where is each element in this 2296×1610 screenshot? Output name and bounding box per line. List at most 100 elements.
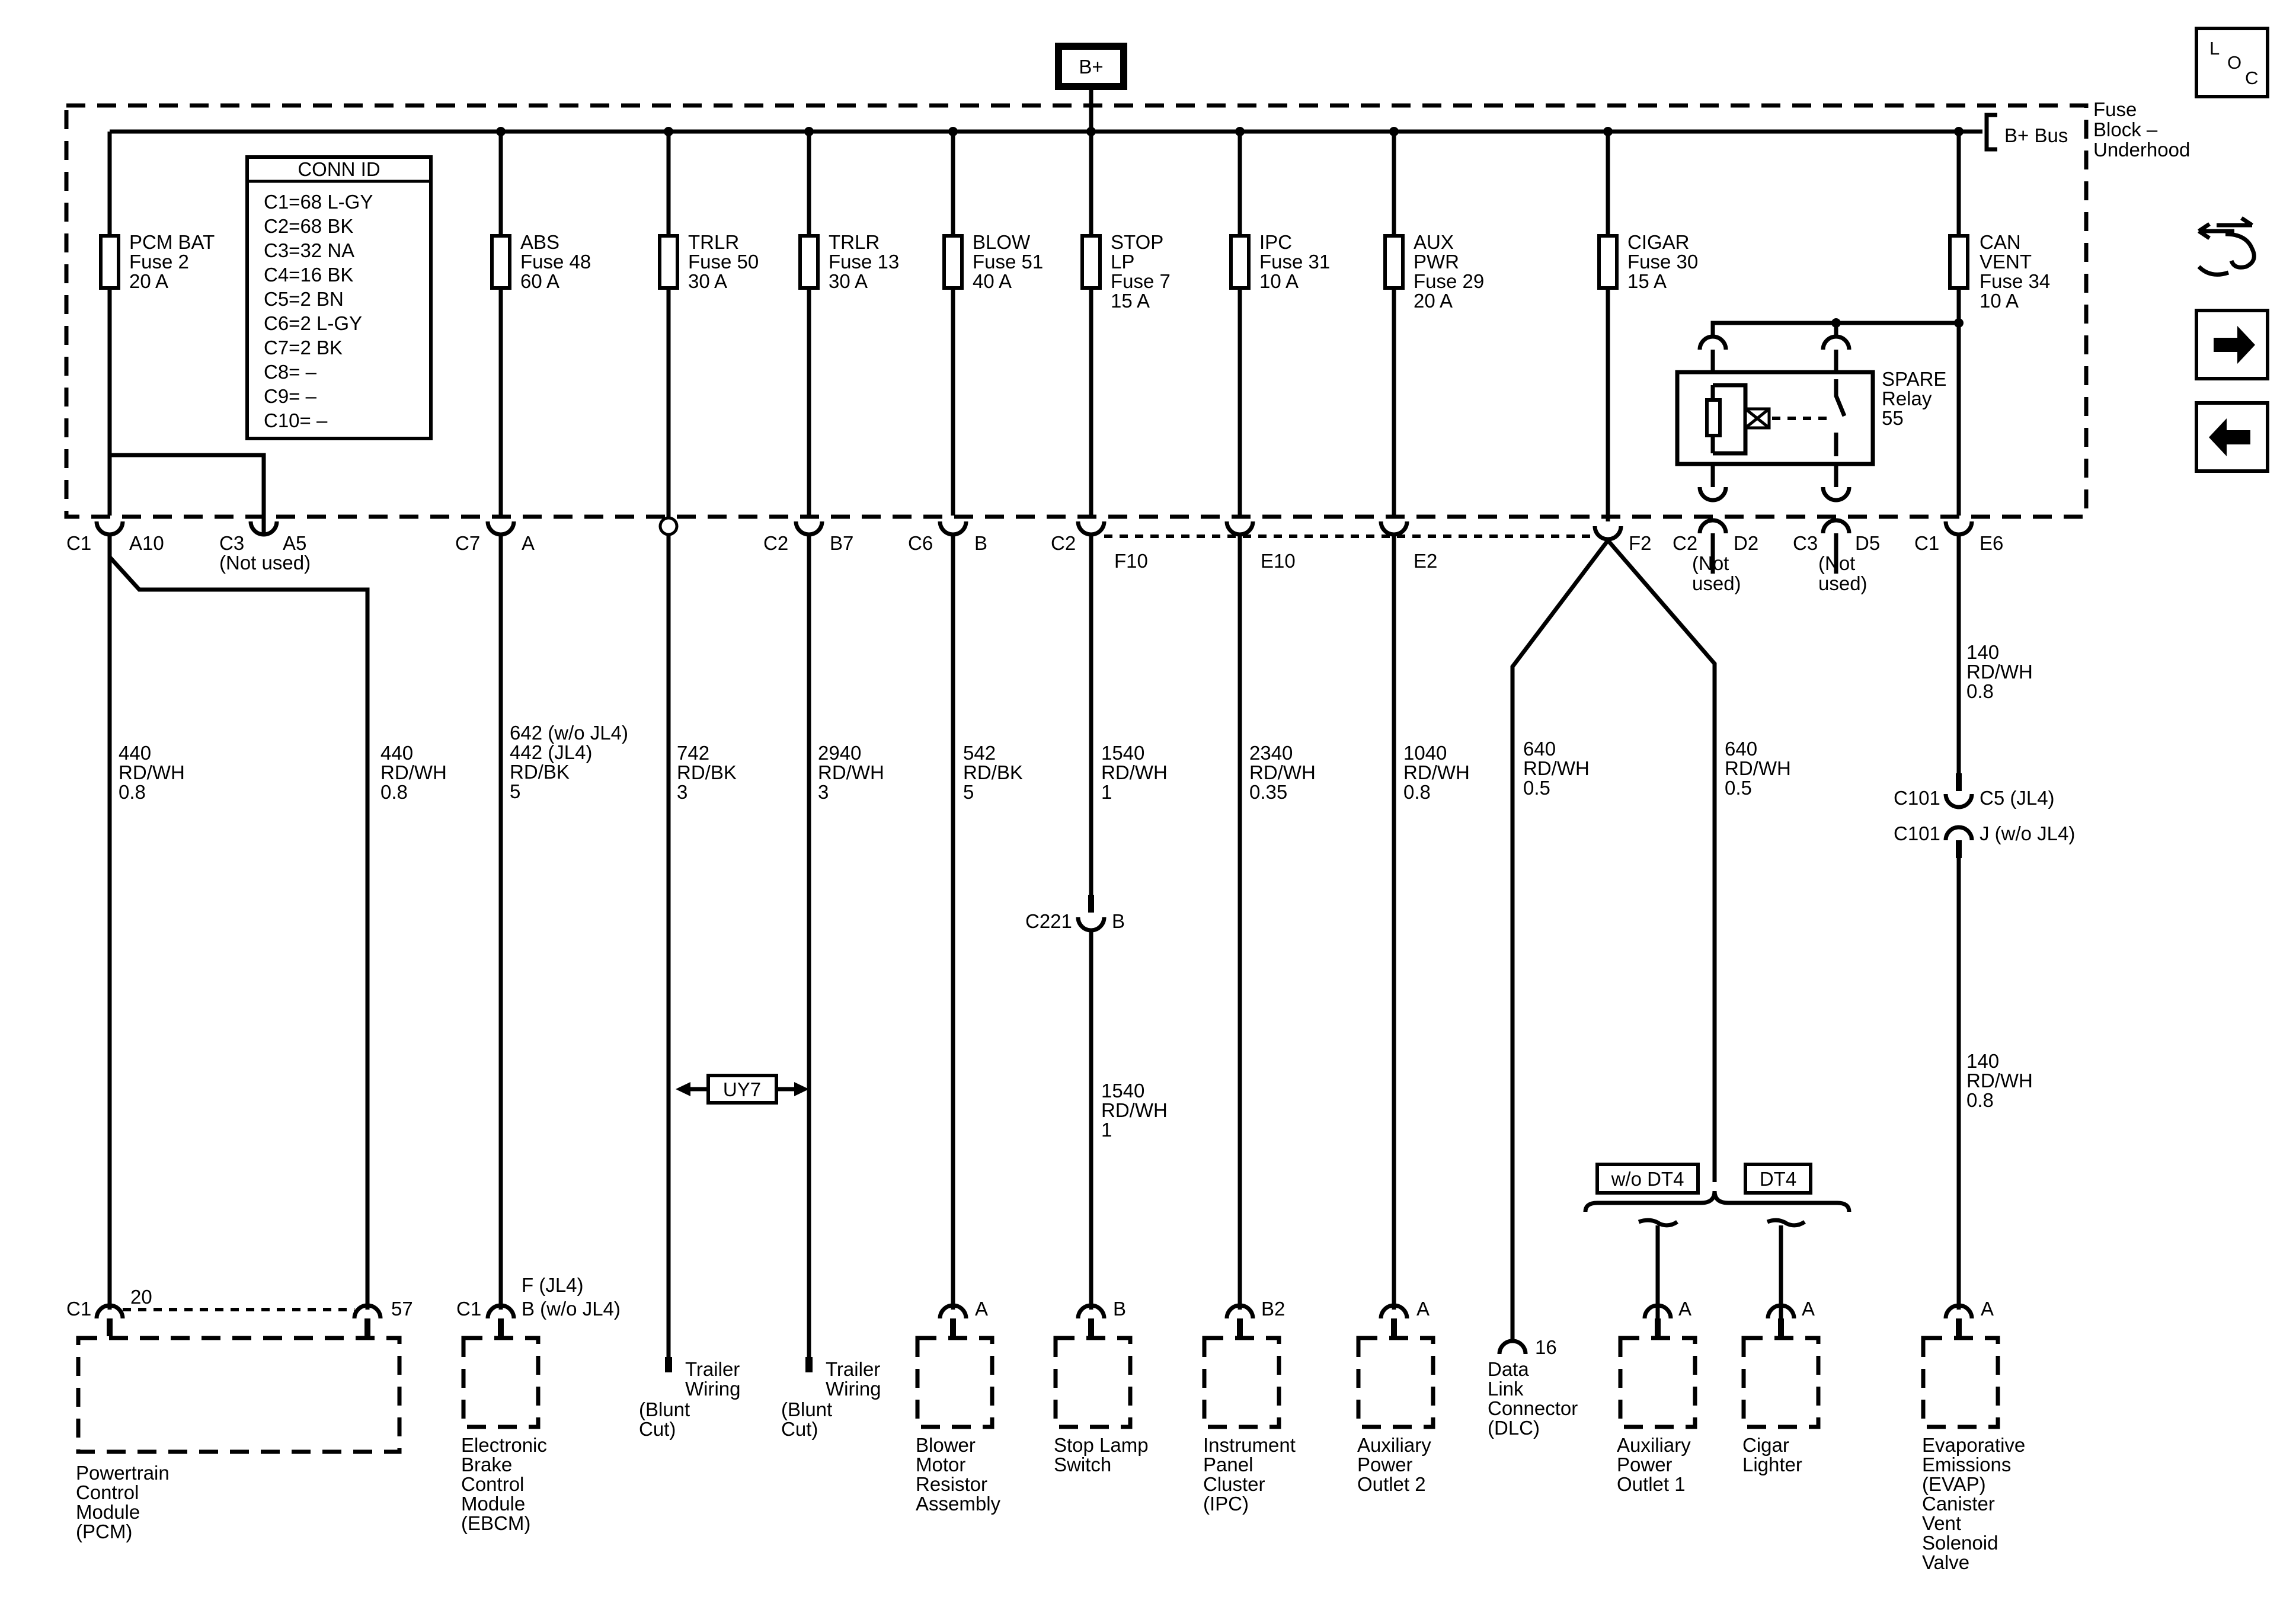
back-arrow-button[interactable] [2195, 401, 2269, 473]
wire-label: 440 [380, 742, 413, 764]
component-label: Canister [1922, 1493, 1995, 1515]
stop-lamp-box [1053, 1336, 1133, 1429]
wire-label: 0.5 [1725, 777, 1752, 799]
wire-label: 440 [119, 742, 151, 764]
component-label: Instrument [1203, 1434, 1296, 1456]
wire-label: RD/WH [1101, 1099, 1168, 1121]
conn-id-row: C1=68 L-GY [264, 191, 373, 213]
connector-label: F2 [1629, 532, 1652, 554]
inline-connector-label: B [1112, 910, 1125, 932]
component-label: Panel [1203, 1454, 1253, 1475]
fuse-label: STOP [1111, 231, 1163, 253]
connector-label: C2 [1673, 532, 1697, 554]
component-label: Cluster [1203, 1473, 1265, 1495]
pin-label: A [1678, 1298, 1691, 1320]
wire-label: 0.5 [1523, 777, 1550, 799]
forward-arrow-icon [2214, 326, 2255, 364]
pin-label: A [975, 1298, 988, 1320]
conn-id-row: C4=16 BK [264, 264, 353, 286]
wire-label: RD/WH [1966, 1070, 2033, 1092]
loc-letter: C [2245, 68, 2258, 88]
wire-label: 442 (JL4) [510, 741, 592, 763]
blower-box [915, 1336, 994, 1429]
connector-label: used) [1692, 572, 1741, 594]
fuse-label: Fuse 31 [1259, 251, 1330, 273]
wire-label: RD/WH [119, 761, 185, 783]
connector-label: B7 [830, 532, 853, 554]
component-label: Module [461, 1493, 525, 1515]
loc-button[interactable]: L O C [2195, 27, 2269, 98]
conn-id-row: C2=68 BK [264, 215, 353, 237]
conn-id-row: C3=32 NA [264, 239, 354, 261]
wire-label: 0.8 [1966, 680, 1994, 702]
wiring-harness-icon[interactable] [2197, 216, 2256, 277]
wire-label: 0.8 [119, 781, 146, 803]
forward-arrow-button[interactable] [2195, 309, 2269, 380]
component-label: Electronic [461, 1434, 547, 1456]
loc-letter: L [2209, 38, 2220, 59]
wire-label: 2340 [1249, 742, 1293, 764]
fuse-label: BLOW [973, 231, 1031, 253]
component-label: Auxiliary [1357, 1434, 1431, 1456]
wire-label: RD/WH [1403, 761, 1470, 783]
wire-label: 640 [1523, 738, 1556, 760]
wire-label: 3 [677, 781, 687, 803]
component-label: Brake [461, 1454, 512, 1475]
component-label: Control [76, 1481, 139, 1503]
fuse-label: Fuse 29 [1414, 270, 1484, 292]
fuse-label: Fuse 50 [688, 251, 759, 273]
connector-label: C1 [66, 532, 91, 554]
component-connectors: C1 20 57 C1 F (JL4) B (w/o JL4) A B B2 A… [66, 1274, 1994, 1372]
component-label: Stop Lamp [1054, 1434, 1149, 1456]
fuse-label: ABS [520, 231, 559, 253]
connector-label: E2 [1414, 550, 1437, 572]
pcm-box [76, 1336, 402, 1454]
connector-label: E6 [1980, 532, 2003, 554]
fuse-label: Fuse 2 [129, 251, 189, 273]
connector-label: (Not [1692, 552, 1729, 574]
option-label: DT4 [1760, 1168, 1796, 1190]
fuse-label: 10 A [1980, 290, 2019, 312]
components: Powertrain Control Module (PCM) Electron… [76, 1336, 2025, 1573]
option-label: w/o DT4 [1611, 1168, 1684, 1190]
connector-label: A5 [283, 532, 306, 554]
wire-label: 5 [963, 781, 974, 803]
wire-label: 1 [1101, 1119, 1112, 1141]
connector-label: E10 [1261, 550, 1296, 572]
fuse-label: CAN [1980, 231, 2021, 253]
component-label: Cigar [1742, 1434, 1789, 1456]
wire-label: RD/WH [1249, 761, 1316, 783]
component-label: (EBCM) [461, 1512, 530, 1534]
wire-label: 642 (w/o JL4) [510, 722, 628, 744]
uy7-label: UY7 [723, 1078, 761, 1100]
connector-label: used) [1818, 572, 1868, 594]
back-arrow-icon [2209, 418, 2250, 456]
wires: 440 RD/WH 0.8 440 RD/WH 0.8 642 (w/o JL4… [107, 534, 2075, 1369]
evap-box [1921, 1336, 2000, 1429]
fuse-label: TRLR [829, 231, 880, 253]
fuse-label: PWR [1414, 251, 1459, 273]
connector-label: B [974, 532, 987, 554]
component-label: Solenoid [1922, 1532, 1998, 1554]
wire-label: 542 [963, 742, 996, 764]
connector-label: D2 [1734, 532, 1758, 554]
wire-label: 640 [1725, 738, 1757, 760]
connector-label: F10 [1114, 550, 1148, 572]
component-label: Cut) [639, 1418, 676, 1440]
fuse-label: LP [1111, 251, 1134, 273]
component-label: Power [1357, 1454, 1413, 1475]
inline-connector-label: C5 (JL4) [1980, 787, 2055, 809]
pin-label: 16 [1535, 1336, 1557, 1358]
component-label: (Blunt [781, 1398, 832, 1420]
fuse-label: 30 A [688, 270, 727, 292]
pin-label: C1 [456, 1298, 481, 1320]
component-label: Wiring [826, 1378, 881, 1400]
pin-label: 20 [130, 1286, 152, 1308]
fuse-ipc: IPC Fuse 31 10 A [1229, 132, 1330, 516]
fuse-label: 15 A [1111, 290, 1150, 312]
fuse-label: CIGAR [1627, 231, 1690, 253]
wire-label: 0.8 [380, 781, 408, 803]
relay-label: Relay [1882, 388, 1932, 409]
wire-label: RD/WH [1101, 761, 1168, 783]
